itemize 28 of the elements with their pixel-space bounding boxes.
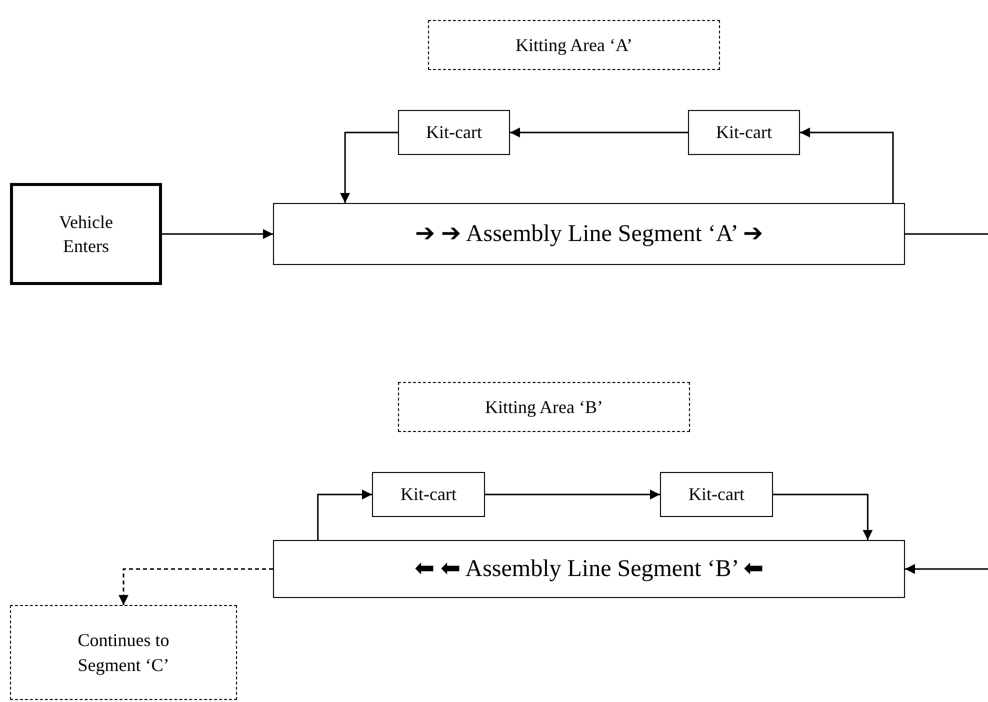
- connector-line: [905, 233, 988, 235]
- arrow: [905, 564, 988, 574]
- node-label: Kit-cart: [400, 483, 456, 506]
- arrow: [485, 490, 660, 500]
- node-label: Kit-cart: [426, 121, 482, 144]
- kitting-area-box: [428, 20, 720, 70]
- arrow: [510, 128, 688, 138]
- start-box: [10, 183, 162, 285]
- kit-cart-box: [660, 472, 773, 517]
- node-label: Kit-cart: [716, 121, 772, 144]
- node-label: ➔ ➔ Assembly Line Segment ‘A’ ➔: [415, 220, 763, 249]
- node-label: Kitting Area ‘B’: [485, 396, 603, 419]
- continuation-box: [10, 605, 237, 700]
- node-label: Kit-cart: [688, 483, 744, 506]
- kit-cart-box: [372, 472, 485, 517]
- node-label: Vehicle Enters: [58, 210, 114, 258]
- arrow: [317, 490, 372, 540]
- arrow: [118, 568, 273, 605]
- node-label: Continues to Segment ‘C’: [76, 629, 170, 677]
- arrow: [162, 229, 273, 239]
- arrow: [773, 494, 873, 540]
- kitting-area-box: [398, 382, 690, 432]
- kit-cart-box: [398, 110, 510, 155]
- node-label: ⬅ ⬅ Assembly Line Segment ‘B’ ⬅: [414, 554, 764, 584]
- arrow: [800, 128, 894, 203]
- kit-cart-box: [688, 110, 800, 155]
- node-label: Kitting Area ‘A’: [516, 34, 632, 57]
- arrow: [340, 132, 398, 203]
